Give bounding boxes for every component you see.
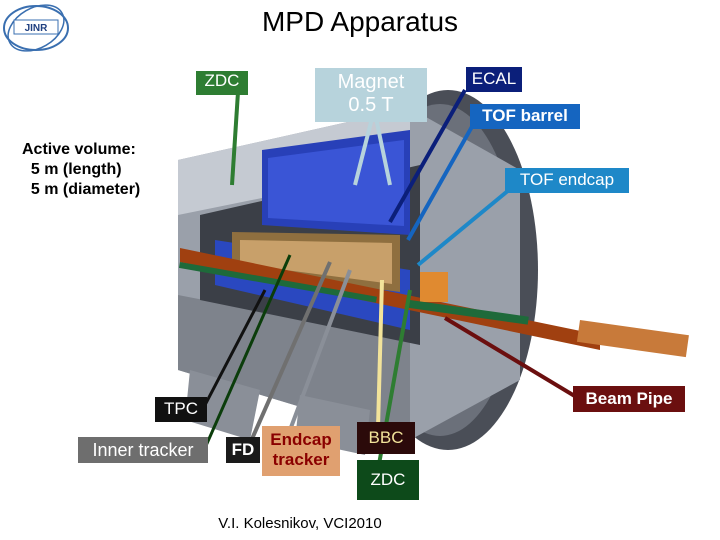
endcap-tracker-line2: tracker <box>272 450 330 469</box>
credit-text: V.I. Kolesnikov, VCI2010 <box>218 515 382 532</box>
active-volume-diameter: 5 m (diameter) <box>30 181 141 198</box>
endcap-tracker-line1: Endcap <box>270 430 332 449</box>
beam-pipe <box>180 248 600 350</box>
inner-tracker-label: Inner tracker <box>78 437 208 463</box>
endcap-tracker-leader <box>288 269 352 431</box>
tof-barrel-label: TOF barrel <box>470 104 580 129</box>
ecal-label: ECAL <box>466 67 522 92</box>
endcap-tracker-label: Endcap tracker <box>262 426 340 476</box>
fd-leader <box>246 261 332 449</box>
active-volume-text: Active volume: 5 m (length) 5 m (diamete… <box>22 140 140 200</box>
tpc-leader <box>203 289 267 406</box>
magnet-label: Magnet 0.5 T <box>315 68 427 122</box>
magnet-label-line1: Magnet <box>337 71 405 93</box>
tof-endcap-leader <box>416 183 517 267</box>
beam-pipe-leader <box>443 316 580 400</box>
bbc-leader <box>376 279 384 429</box>
tpc-label: TPC <box>155 397 207 422</box>
inner-tracker-leader <box>203 254 292 449</box>
zdc-top-leader <box>230 91 240 186</box>
page-title: MPD Apparatus <box>261 6 459 37</box>
magnet-label-line2: 0.5 T <box>348 94 394 116</box>
tof-endcap-label: TOF endcap <box>505 168 629 193</box>
magnet-leader <box>374 117 392 186</box>
jinr-logo-icon: JINR <box>3 4 69 52</box>
ecal-leader <box>388 89 467 223</box>
beam-pipe-label: Beam Pipe <box>573 386 685 412</box>
bbc-label: BBC <box>357 422 415 454</box>
active-volume-heading: Active volume: <box>22 141 136 158</box>
active-volume-length: 5 m (length) <box>30 161 122 178</box>
endcap-orange <box>420 272 448 302</box>
fd-label: FD <box>226 437 260 463</box>
zdc-bottom-label: ZDC <box>357 460 419 500</box>
tof-barrel-leader <box>406 115 480 241</box>
jinr-logo-text: JINR <box>25 23 49 34</box>
zdc-top-label: ZDC <box>196 71 248 95</box>
